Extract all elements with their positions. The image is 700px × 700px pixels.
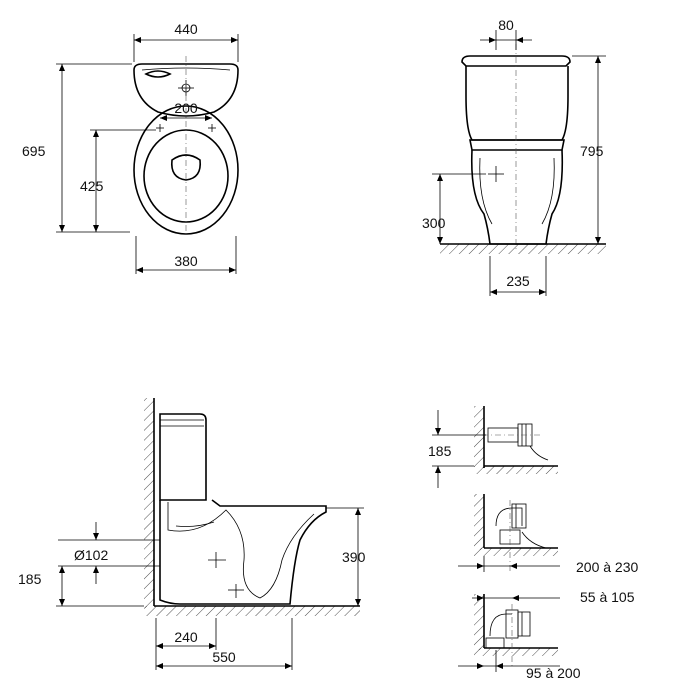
dim-connector-height: 185 xyxy=(428,443,452,459)
dim-outlet-distance: 240 xyxy=(174,629,198,645)
dim-base-width: 380 xyxy=(174,253,198,269)
connector-details: 185 200 à 230 55 à 105 xyxy=(428,406,638,681)
dim-side-outlet-height: 300 xyxy=(422,215,446,231)
dim-connector-range-2: 55 à 105 xyxy=(580,589,635,605)
dim-seat-height: 390 xyxy=(342,549,366,565)
dim-inlet-spacing: 200 xyxy=(174,100,198,116)
dim-top-width: 440 xyxy=(174,21,198,37)
dim-connector-range-3: 95 à 200 xyxy=(526,665,581,681)
dim-tank-offset: 80 xyxy=(498,17,514,33)
dim-top-length: 695 xyxy=(22,143,46,159)
dim-connector-range-1: 200 à 230 xyxy=(576,559,638,575)
dim-section-outlet-height: 185 xyxy=(18,571,42,587)
section-view: Ø102 185 390 240 550 xyxy=(18,398,366,670)
side-view: 80 795 300 235 xyxy=(422,17,606,296)
dim-total-depth: 550 xyxy=(212,649,236,665)
dim-outlet-diameter: Ø102 xyxy=(74,547,108,563)
top-view: 440 200 695 425 380 xyxy=(22,21,239,274)
dim-side-height: 795 xyxy=(580,143,604,159)
dim-fixing-distance: 425 xyxy=(80,178,104,194)
dim-side-base: 235 xyxy=(506,273,530,289)
